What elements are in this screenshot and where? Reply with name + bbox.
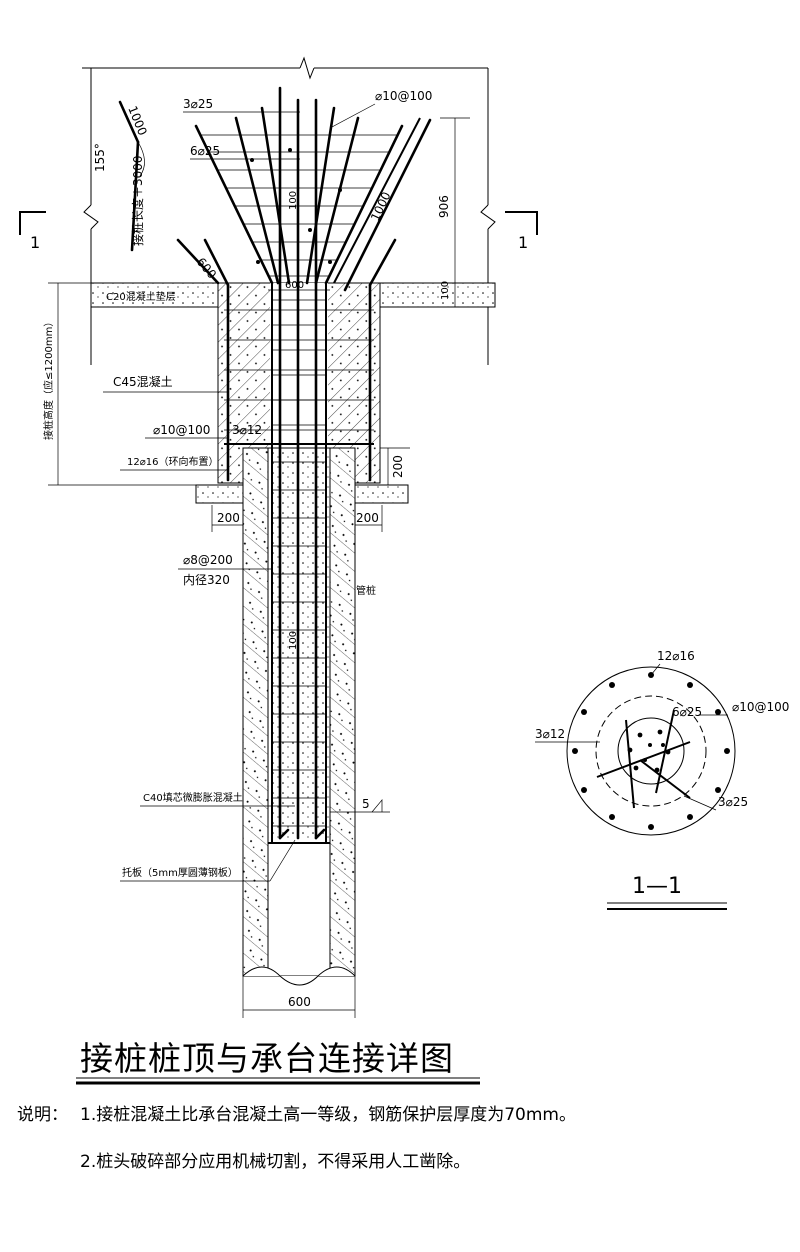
flared-rebar — [176, 106, 432, 292]
svg-text:3⌀25: 3⌀25 — [718, 795, 748, 809]
inner-dia-label: 内径320 — [183, 573, 230, 587]
svg-text:1: 1 — [30, 233, 40, 252]
svg-text:200: 200 — [356, 511, 379, 525]
note-2: 2.桩头破碎部分应用机械切割，不得采用人工凿除。 — [80, 1152, 470, 1172]
pile-labels: ⌀8@200 内径320 管桩 100 C40填芯微膨胀混凝土 5 托板（5mm… — [120, 553, 390, 1018]
svg-text:12⌀16: 12⌀16 — [657, 649, 695, 663]
label-stirrup-top: ⌀10@100 — [375, 89, 432, 103]
svg-text:600: 600 — [288, 995, 311, 1009]
svg-text:200: 200 — [217, 511, 240, 525]
section-mark-right: 1 — [505, 211, 538, 252]
svg-text:1000: 1000 — [368, 190, 394, 224]
section-title: 1—1 — [632, 874, 682, 899]
svg-text:⌀10@100: ⌀10@100 — [732, 700, 789, 714]
svg-text:200: 200 — [391, 455, 405, 478]
svg-text:接桩长度＋3000: 接桩长度＋3000 — [130, 155, 145, 246]
hook-detail: 1000 155° 接桩长度＋3000 — [93, 100, 150, 252]
svg-text:100: 100 — [440, 281, 451, 300]
collar-dimensions: 200 200 200 — [211, 447, 410, 532]
section-1-1: 12⌀16 ⌀10@100 6⌀25 3⌀12 3⌀25 1—1 — [535, 649, 789, 910]
left-labels: C45混凝土 ⌀10@100 3⌀12 12⌀16（环向布置） 接桩高度（应≤1… — [42, 282, 262, 486]
top-labels: 3⌀25 6⌀25 ⌀10@100 100 1000 600 — [183, 89, 432, 281]
c45-label: C45混凝土 — [113, 374, 173, 389]
svg-text:600: 600 — [285, 280, 304, 291]
joint-height-label: 接桩高度（应≤1200mm） — [42, 317, 55, 440]
label-3d25: 3⌀25 — [183, 97, 213, 111]
label-6d25: 6⌀25 — [190, 144, 220, 158]
section-outer-bars — [572, 672, 730, 830]
rebar-cage — [203, 86, 397, 843]
svg-text:1: 1 — [518, 233, 528, 252]
notes: 说明： 1.接桩混凝土比承台混凝土高一等级，钢筋保护层厚度为70mm。 2.桩头… — [17, 1105, 576, 1172]
svg-text:5: 5 — [362, 797, 370, 811]
c40-label: C40填芯微膨胀混凝土 — [143, 791, 243, 804]
svg-text:6⌀25: 6⌀25 — [672, 705, 702, 719]
svg-text:155°: 155° — [93, 143, 107, 172]
plate-label: 托板（5mm厚圆薄钢板） — [122, 866, 238, 879]
pipe-pile-label: 管桩 — [356, 584, 376, 597]
spiral-label: ⌀8@200 — [183, 553, 233, 567]
label-12d16: 12⌀16（环向布置） — [127, 455, 218, 468]
note-1: 1.接桩混凝土比承台混凝土高一等级，钢筋保护层厚度为70mm。 — [80, 1105, 576, 1125]
svg-text:100: 100 — [288, 191, 299, 210]
section-mark-left: 1 — [19, 211, 46, 252]
stirrup-label: ⌀10@100 — [153, 423, 210, 437]
c20-label: C20混凝土垫层 — [106, 290, 176, 303]
title-text: 接桩桩顶与承台连接详图 — [80, 1039, 454, 1078]
svg-text:906: 906 — [437, 195, 451, 218]
label-3d12: 3⌀12 — [232, 423, 262, 437]
drawing-title: 接桩桩顶与承台连接详图 — [76, 1039, 480, 1085]
svg-text:100: 100 — [288, 631, 299, 650]
right-dimensions: 906 100 — [437, 117, 470, 308]
top-width-dim: 600 — [268, 280, 330, 291]
notes-heading: 说明： — [17, 1105, 68, 1125]
svg-text:3⌀12: 3⌀12 — [535, 727, 565, 741]
